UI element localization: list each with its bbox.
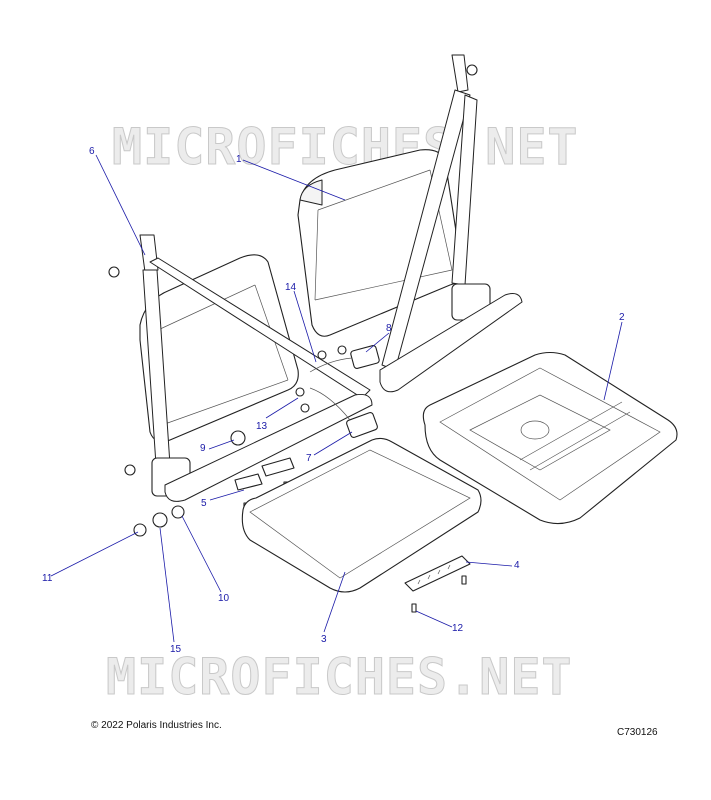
callout-3: 3 [321, 634, 327, 645]
seat-base [422, 351, 678, 525]
buckle-assembly [309, 345, 380, 438]
callout-14: 14 [285, 282, 297, 293]
seat-cushion [241, 437, 482, 593]
callout-2: 2 [619, 312, 625, 323]
right-seat-back [297, 149, 463, 337]
figure-id: C730126 [617, 727, 658, 738]
callout-13: 13 [256, 421, 268, 432]
callout-labels: 1 2 3 4 5 6 7 8 9 10 11 12 13 14 15 [42, 146, 625, 655]
hardware [124, 345, 417, 613]
callout-5: 5 [201, 498, 207, 509]
callout-9: 9 [200, 443, 206, 454]
copyright-notice: © 2022 Polaris Industries Inc. [91, 720, 222, 731]
right-seat-belt [379, 54, 523, 393]
callout-12: 12 [452, 623, 464, 634]
callout-11: 11 [42, 573, 53, 584]
callout-10: 10 [218, 593, 230, 604]
mounting-bracket [404, 555, 471, 592]
watermark-top: MICROFICHES.NET [112, 118, 579, 176]
left-seat-belt [108, 234, 373, 502]
callout-8: 8 [386, 323, 392, 334]
callout-15: 15 [170, 644, 182, 655]
watermark-bottom: MICROFICHES.NET [106, 648, 573, 706]
leader-lines [50, 154, 623, 643]
callout-6: 6 [89, 146, 95, 157]
callout-7: 7 [306, 453, 312, 464]
callout-1: 1 [236, 154, 242, 165]
callout-4: 4 [514, 560, 520, 571]
